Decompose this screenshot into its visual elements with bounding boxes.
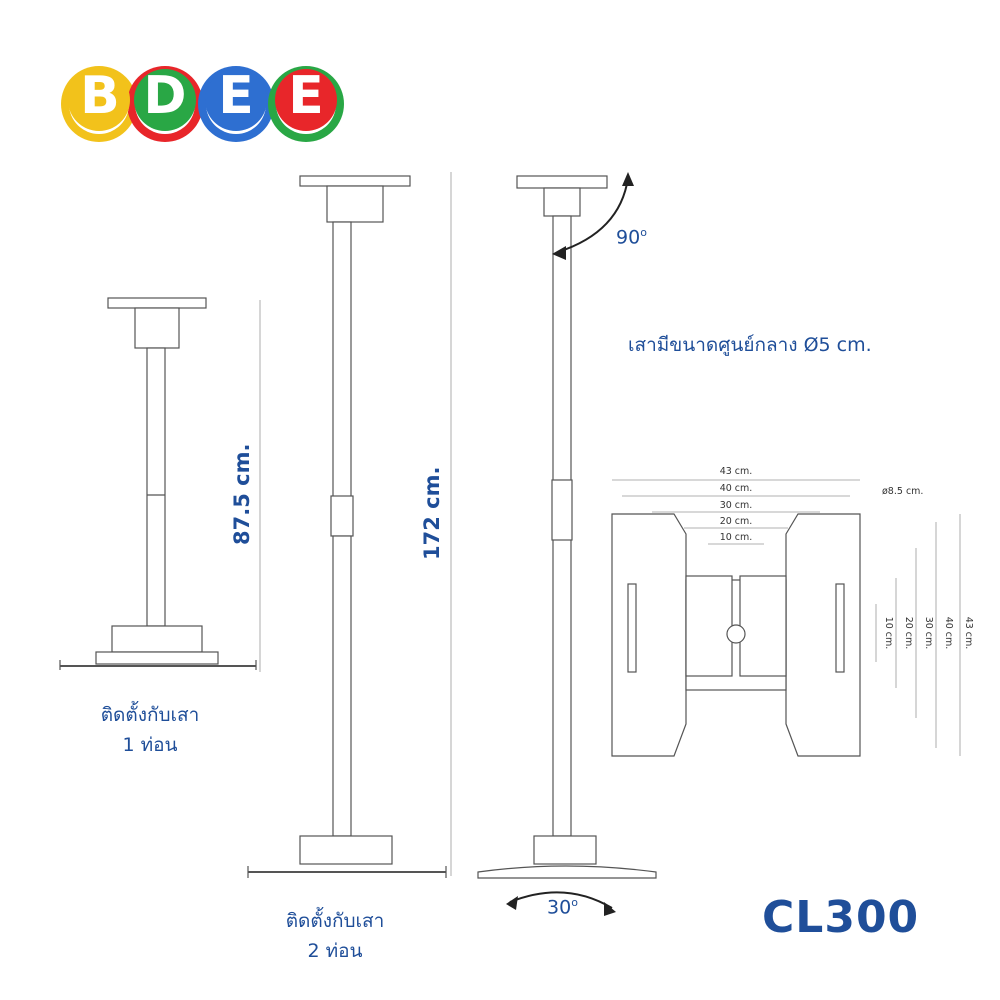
plate-side-dim-20: 20 cm. <box>903 617 914 650</box>
double-pole-caption: ติดตั้งกับเสา 2 ท่อน <box>255 906 415 966</box>
single-pole-caption: ติดตั้งกับเสา 1 ท่อน <box>70 700 230 760</box>
plate-side-dim-43: 43 cm. <box>963 617 974 650</box>
single-pole-caption-line2: 1 ท่อน <box>122 734 178 756</box>
plate-drawing <box>611 513 861 757</box>
swivel-arrowhead-left <box>506 896 518 910</box>
swivel-arrow <box>509 891 613 909</box>
logo-letter-e1: E <box>218 66 254 126</box>
single-pole-height-label: 87.5 cm. <box>230 443 254 545</box>
double-pole-drawing <box>247 172 452 878</box>
single-pole-drawing <box>59 297 261 672</box>
plate-side-dim-30: 30 cm. <box>923 617 934 650</box>
plate-hole-label: ø8.5 cm. <box>882 486 923 497</box>
tilt-arrowhead-up <box>622 172 634 186</box>
plate-dimension-lines <box>612 479 961 756</box>
double-pole-height-label: 172 cm. <box>420 466 444 560</box>
single-pole-caption-line1: ติดตั้งกับเสา <box>100 704 200 726</box>
pole-diameter-note: เสามีขนาดศูนย์กลาง Ø5 cm. <box>628 334 872 356</box>
plate-top-dim-20: 20 cm. <box>720 516 753 527</box>
logo-letter-b: B <box>80 66 120 126</box>
tilt-arrowhead-left <box>552 246 566 260</box>
plate-top-dim-43: 43 cm. <box>720 466 753 477</box>
plate-top-dim-10: 10 cm. <box>720 532 753 543</box>
logo-letter-e2: E <box>288 66 324 126</box>
plate-top-dim-40: 40 cm. <box>720 483 753 494</box>
tilt-label: 90o <box>616 226 647 249</box>
plate-side-dim-10: 10 cm. <box>883 617 894 650</box>
plate-side-dim-40: 40 cm. <box>943 617 954 650</box>
side-view-drawing <box>477 175 657 879</box>
model-name: CL300 <box>762 892 920 943</box>
logo-letter-d: D <box>143 66 187 126</box>
tilt-arrow <box>557 177 629 253</box>
swivel-label: 30o <box>547 896 578 919</box>
plate-top-dim-30: 30 cm. <box>720 500 753 511</box>
swivel-arrowhead-right <box>604 902 616 916</box>
double-pole-caption-line2: 2 ท่อน <box>307 940 363 962</box>
double-pole-caption-line1: ติดตั้งกับเสา <box>285 910 385 932</box>
